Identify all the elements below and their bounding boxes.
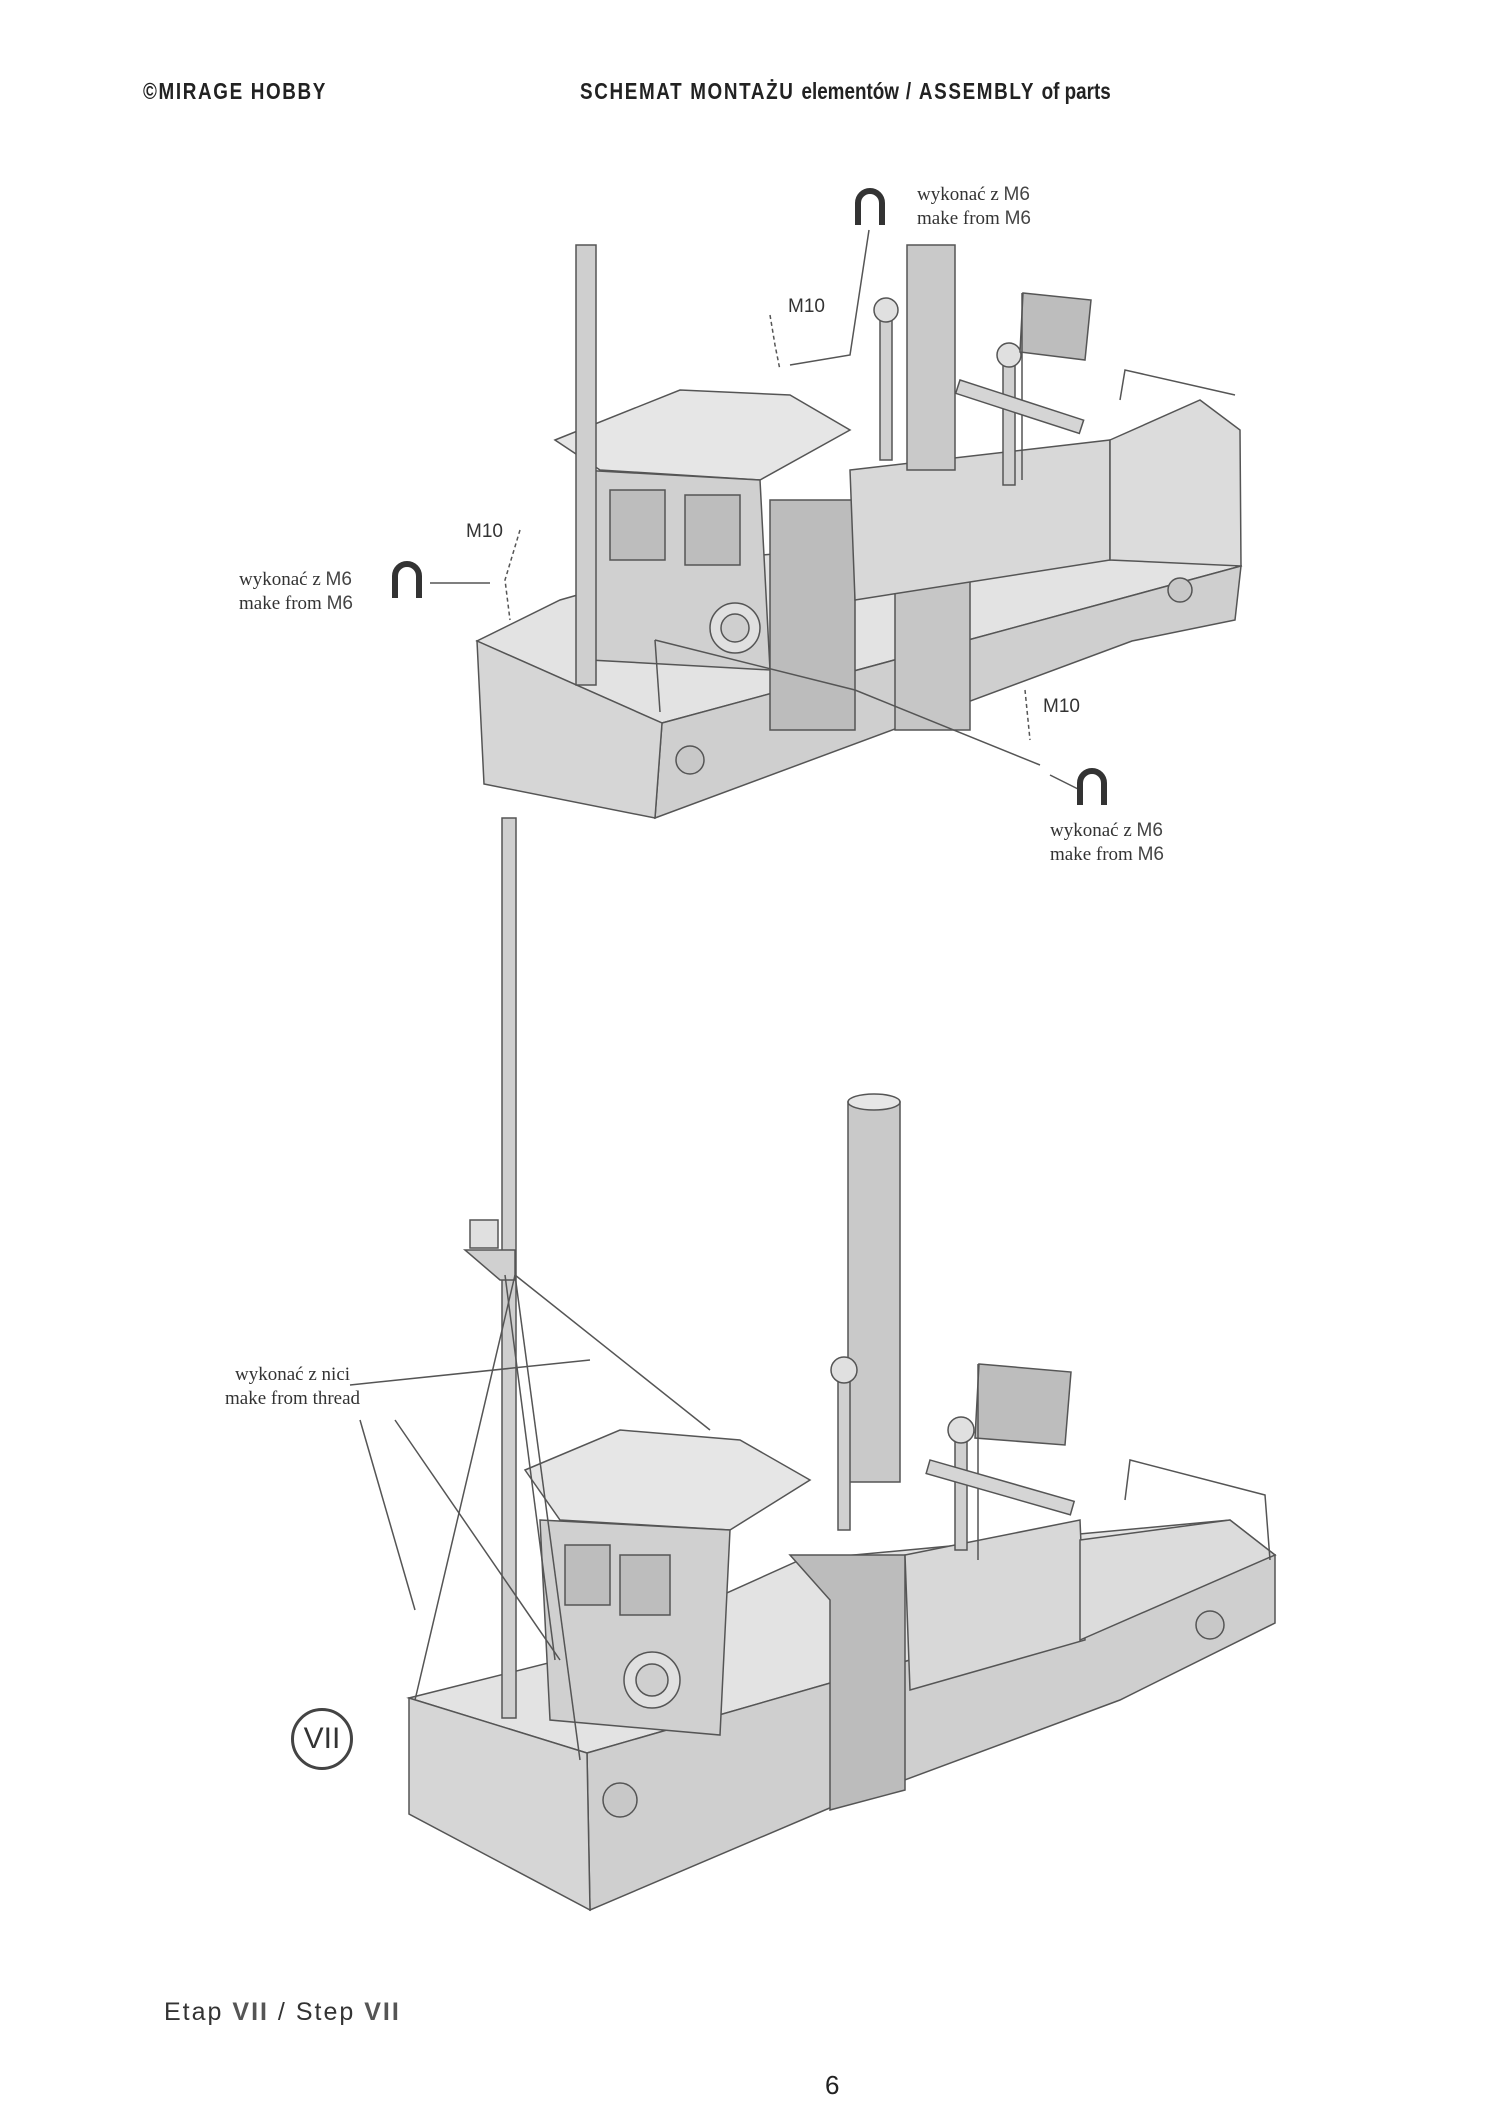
bottom-vent-pipe	[837, 1369, 851, 1531]
rigging-thread	[514, 1274, 711, 1431]
bottom-cabin-window	[564, 1544, 611, 1606]
bottom-door-house	[788, 1554, 906, 1811]
part-label-top: M10	[788, 296, 825, 317]
u-shape-icon	[855, 188, 885, 225]
bottom-porthole	[1195, 1610, 1225, 1640]
bottom-hull-end	[408, 1696, 591, 1912]
bottom-bow-deck	[1079, 1519, 1277, 1642]
top-porthole	[675, 745, 705, 775]
top-door	[769, 499, 856, 731]
callout-right: wykonać z M6 make from M6	[1050, 820, 1164, 865]
bottom-cabin-roof	[523, 1429, 812, 1531]
top-vent-pipe	[1002, 354, 1016, 486]
brand-header: ©MIRAGE HOBBY	[143, 78, 328, 104]
bottom-porthole	[602, 1782, 638, 1818]
mast-lantern	[469, 1219, 499, 1249]
callout-line	[654, 639, 661, 713]
u-shape-icon	[392, 561, 422, 598]
page-number: 6	[825, 2070, 840, 2100]
callout-line	[359, 1419, 416, 1611]
top-porthole	[1167, 577, 1193, 603]
callout-line	[394, 1419, 561, 1661]
bottom-engine-house	[904, 1519, 1086, 1691]
title-pl-caps: SCHEMAT MONTAŻU	[580, 78, 795, 104]
top-bow-deck	[1109, 399, 1242, 567]
top-flag	[1019, 292, 1092, 361]
step-label: Etap VII / Step VII	[164, 1998, 401, 2026]
step-badge: VII	[291, 1708, 353, 1770]
bottom-funnel	[847, 1101, 901, 1483]
thread-callout: wykonać z nici make from thread	[225, 1364, 361, 1409]
callout-top: wykonać z M6 make from M6	[917, 184, 1031, 229]
callout-line	[789, 229, 870, 366]
rigging-thread	[504, 1274, 556, 1661]
top-hull-end	[476, 639, 663, 819]
u-shape-icon	[1077, 768, 1107, 805]
bottom-boat-model	[349, 817, 1277, 1912]
top-cabin-roof	[553, 389, 852, 481]
callout-left: wykonać z M6 make from M6	[239, 569, 353, 614]
top-mast	[575, 244, 597, 686]
top-cabin-window	[684, 494, 741, 566]
rigging-thread	[514, 1274, 581, 1761]
bottom-cabin-window	[619, 1554, 671, 1616]
bottom-vent-pipe	[954, 1429, 968, 1551]
bottom-flag	[974, 1363, 1072, 1446]
page-title: SCHEMAT MONTAŻU elementów / ASSEMBLY of …	[580, 78, 1111, 105]
part-label-right: M10	[1043, 696, 1080, 717]
callout-line	[349, 1359, 591, 1386]
rigging-thread	[414, 1274, 516, 1701]
top-funnel	[906, 244, 956, 471]
part-label-left: M10	[466, 521, 503, 542]
title-en-caps: ASSEMBLY	[918, 78, 1035, 104]
top-cabin-window	[609, 489, 666, 561]
title-pl-lower: elementów	[801, 78, 899, 104]
callout-line	[654, 639, 1041, 766]
title-en-lower: of parts	[1041, 78, 1111, 104]
top-vent-pipe	[879, 309, 893, 461]
title-separator: /	[905, 78, 913, 104]
top-boat-model	[392, 188, 1243, 820]
